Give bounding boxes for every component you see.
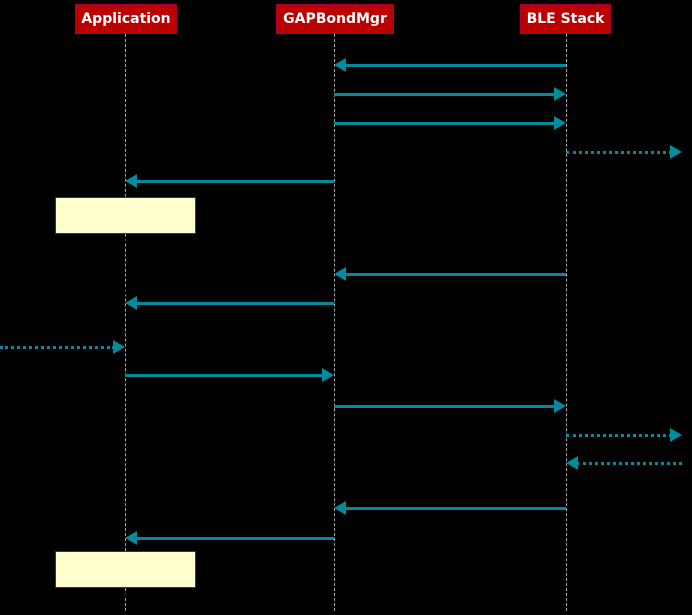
message-arrowhead-2 bbox=[554, 87, 566, 101]
participant-application-label: Application bbox=[81, 11, 171, 27]
note-pairing-started-line1: GAPBOND_PAIRING_ bbox=[61, 235, 192, 250]
message-arrowhead-5 bbox=[125, 174, 137, 188]
note-pairing-started-line2: STATE_STARTED bbox=[61, 286, 166, 301]
lifeline-application bbox=[125, 34, 126, 611]
message-arrowhead-6 bbox=[334, 267, 346, 281]
message-line-12 bbox=[576, 462, 682, 465]
note-pairing-complete: GAPBOND_PAIRING_ STATE_COMPLETE bbox=[55, 551, 196, 604]
message-arrowhead-10 bbox=[554, 399, 566, 413]
message-line-6 bbox=[344, 273, 566, 276]
message-line-9 bbox=[125, 374, 324, 377]
message-line-13 bbox=[344, 507, 566, 510]
message-arrowhead-3 bbox=[554, 116, 566, 130]
message-line-4 bbox=[566, 151, 672, 154]
participant-blestack-label: BLE Stack bbox=[526, 11, 605, 27]
message-arrowhead-4 bbox=[670, 145, 682, 159]
message-line-10 bbox=[334, 405, 556, 408]
note-pairing-started: GAPBOND_PAIRING_ STATE_STARTED bbox=[55, 197, 196, 301]
message-line-1 bbox=[344, 64, 566, 67]
participant-blestack[interactable]: BLE Stack bbox=[520, 4, 611, 34]
lifeline-blestack bbox=[566, 34, 567, 611]
message-arrowhead-8 bbox=[113, 340, 125, 354]
message-arrowhead-7 bbox=[125, 296, 137, 310]
message-line-14 bbox=[135, 537, 334, 540]
message-line-5 bbox=[135, 180, 334, 183]
participant-gapbondmgr[interactable]: GAPBondMgr bbox=[276, 4, 394, 34]
message-line-8 bbox=[0, 346, 115, 349]
message-line-7 bbox=[135, 302, 334, 305]
note-pairing-complete-line1: GAPBOND_PAIRING_ bbox=[61, 589, 192, 604]
message-line-11 bbox=[566, 434, 672, 437]
message-arrowhead-12 bbox=[566, 456, 578, 470]
message-arrowhead-1 bbox=[334, 58, 346, 72]
message-arrowhead-14 bbox=[125, 531, 137, 545]
lifeline-gapbondmgr bbox=[334, 34, 335, 611]
message-line-3 bbox=[334, 122, 556, 125]
message-line-2 bbox=[334, 93, 556, 96]
participant-gapbondmgr-label: GAPBondMgr bbox=[283, 11, 387, 27]
message-arrowhead-13 bbox=[334, 501, 346, 515]
participant-application[interactable]: Application bbox=[75, 4, 177, 34]
message-arrowhead-9 bbox=[322, 368, 334, 382]
message-arrowhead-11 bbox=[670, 428, 682, 442]
